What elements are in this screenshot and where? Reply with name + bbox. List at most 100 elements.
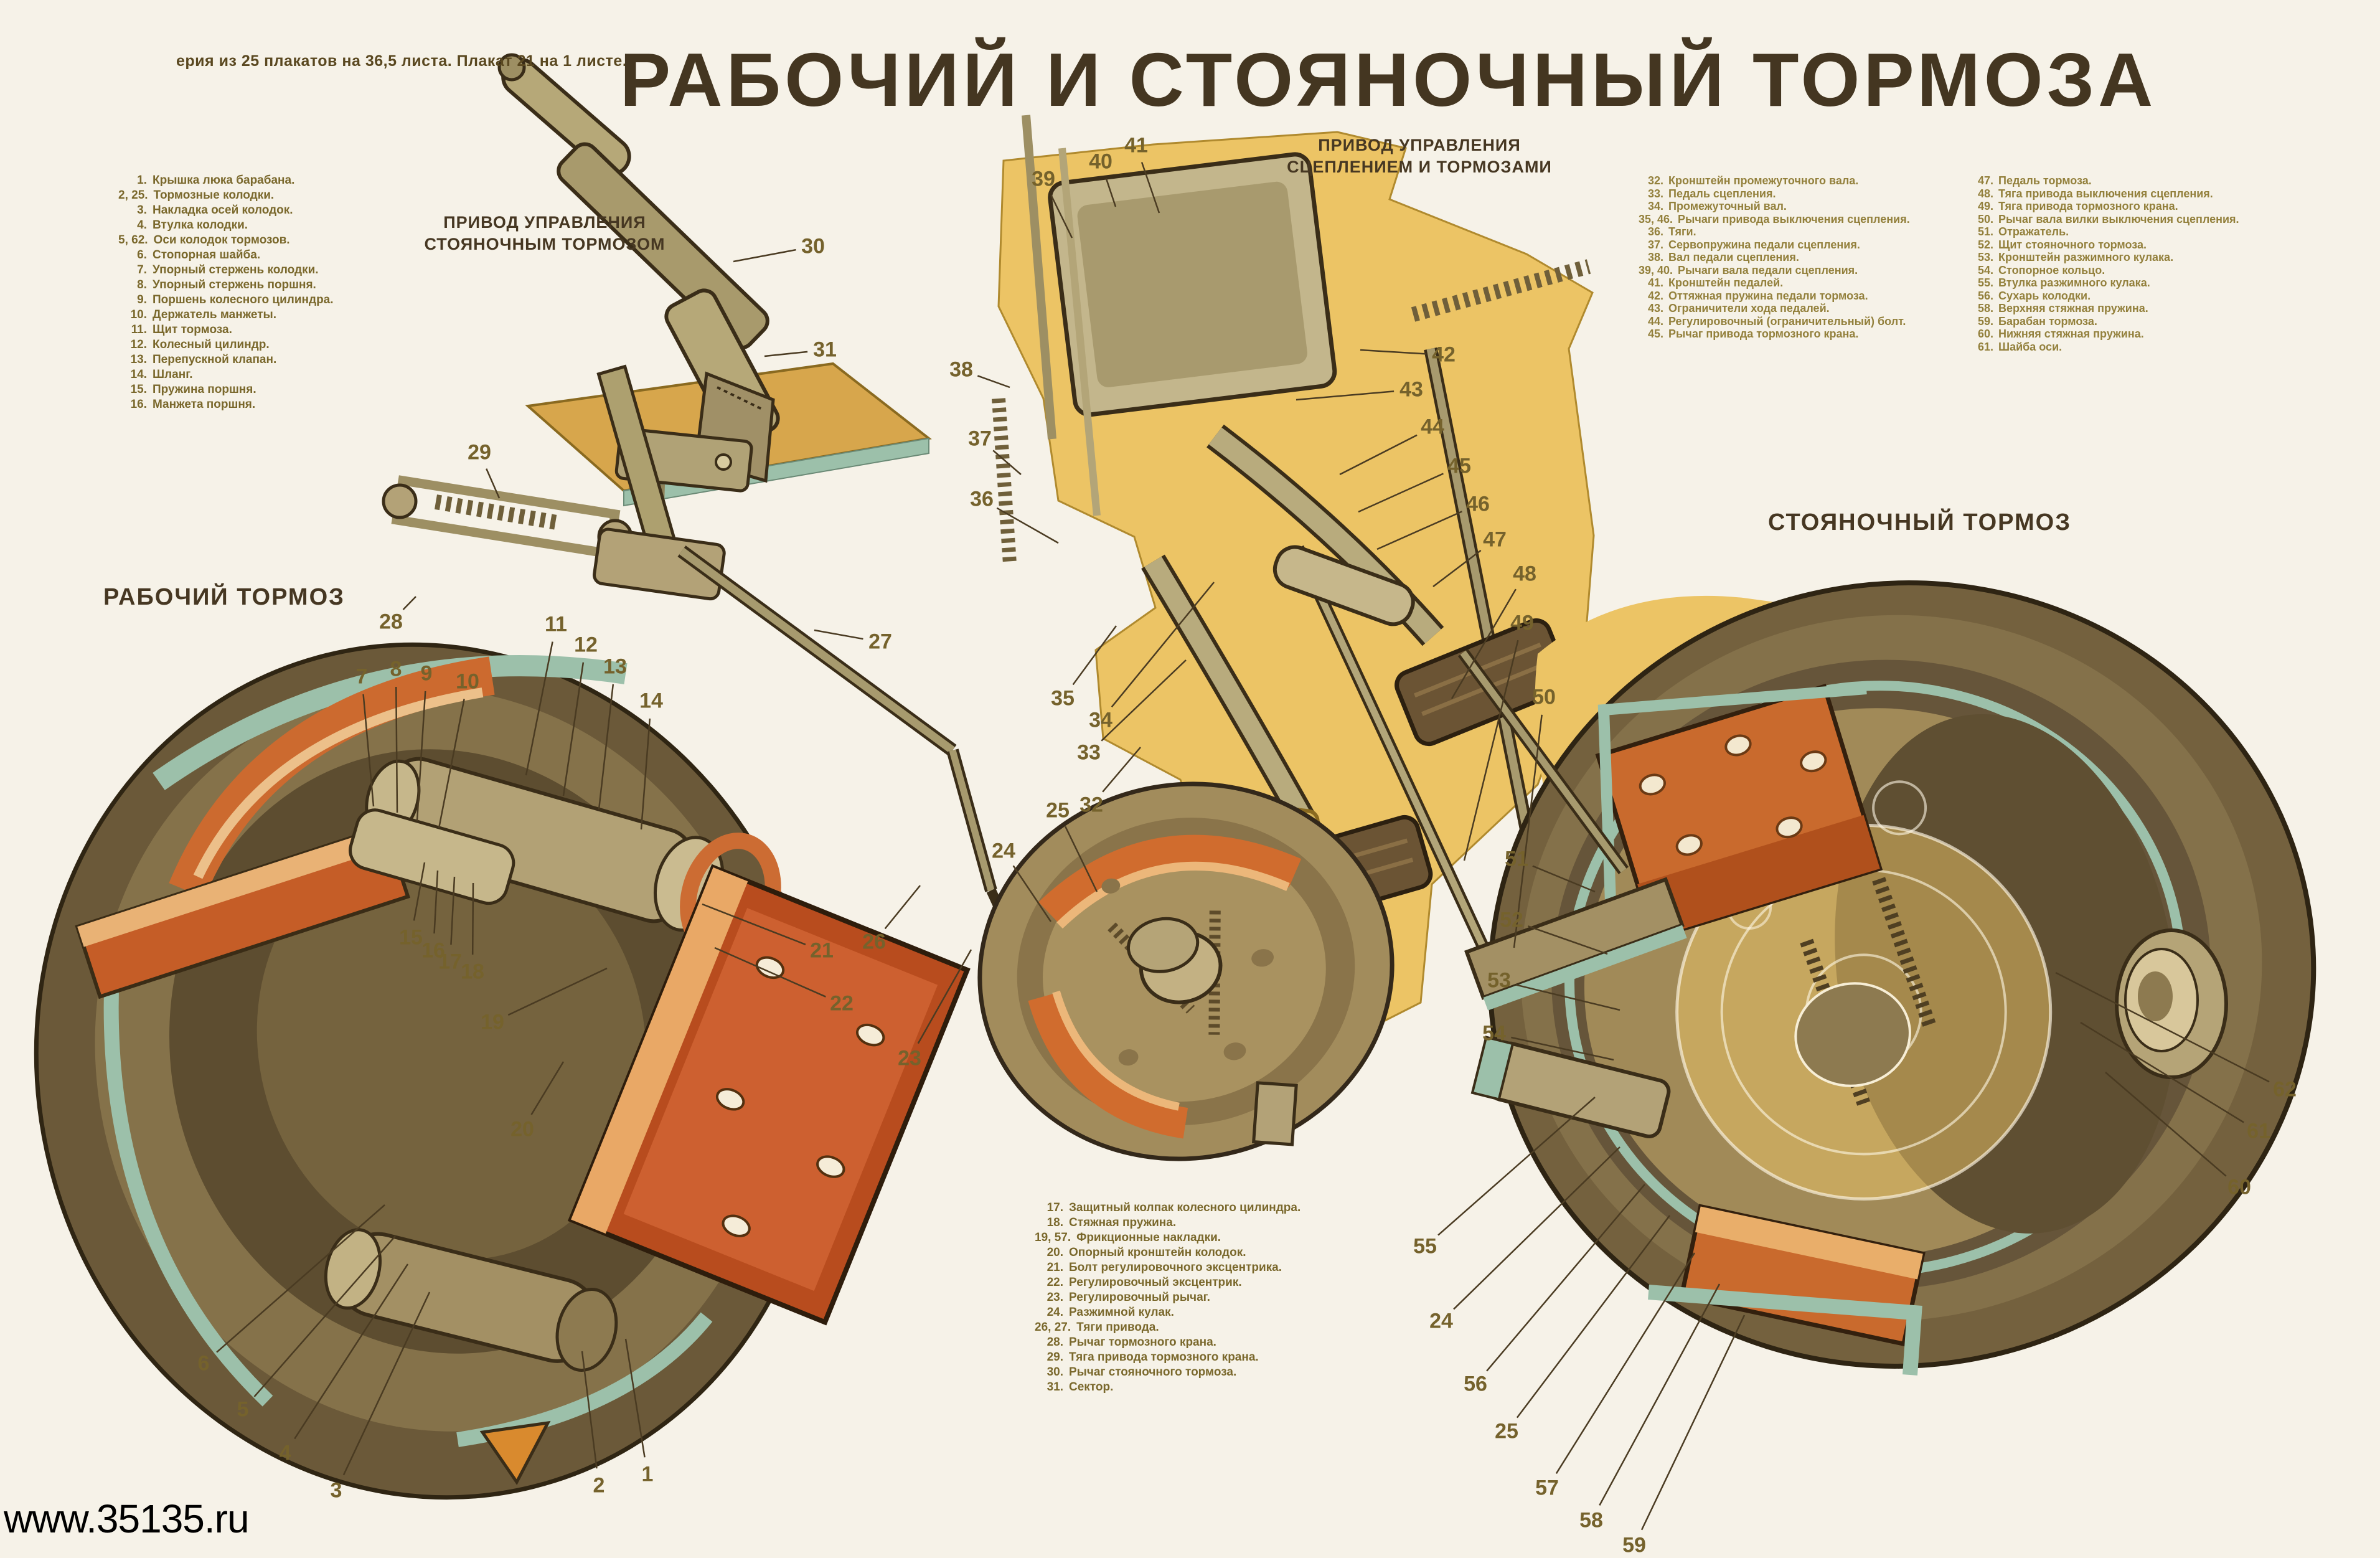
part-number: 33. — [1647, 187, 1663, 200]
label-working-brake: РАБОЧИЙ ТОРМОЗ — [103, 584, 345, 610]
part-number: 14. — [130, 368, 147, 381]
parts-list-item: 9.Поршень колесного цилиндра. — [118, 293, 454, 308]
series-note: ерия из 25 плакатов на 36,5 листа. Плака… — [176, 52, 628, 70]
part-number: 22. — [1047, 1276, 1063, 1289]
callout-number-11: 11 — [545, 612, 567, 636]
part-text: Кронштейн промежуточного вала. — [1668, 174, 1859, 187]
part-text: Оси колодок тормозов. — [153, 234, 290, 247]
parts-list-item: 38.Вал педали сцепления. — [1639, 251, 1956, 264]
part-text: Рычаг привода тормозного крана. — [1668, 328, 1859, 340]
part-number: 45. — [1647, 328, 1663, 340]
callout-leader-line — [1111, 582, 1215, 708]
callout-leader-line — [507, 967, 608, 1016]
parts-list-item: 10.Держатель манжеты. — [118, 308, 454, 323]
parts-list-item: 51.Отражатель. — [1968, 225, 2317, 238]
part-number: 37. — [1647, 238, 1663, 251]
parts-list-item: 35, 46.Рычаги привода выключения сцеплен… — [1639, 213, 1956, 226]
parts-list-item: 31.Сектор. — [1035, 1380, 1383, 1395]
parts-list-left: 1.Крышка люка барабана.2, 25.Тормозные к… — [118, 173, 454, 412]
callout-number-12: 12 — [574, 633, 598, 657]
callout-leader-line — [702, 903, 806, 945]
callout-number-6: 6 — [197, 1351, 210, 1376]
callout-number-27: 27 — [868, 630, 892, 654]
part-number: 19, 57. — [1035, 1231, 1071, 1244]
callout-number-50: 50 — [1532, 685, 1556, 709]
part-text: Болт регулировочного эксцентрика. — [1069, 1261, 1282, 1274]
part-number: 5, 62. — [118, 234, 148, 247]
part-text: Пружина поршня. — [153, 383, 256, 396]
callout-number-42: 42 — [1432, 342, 1456, 367]
callout-leader-line — [1515, 984, 1620, 1011]
label-parking-brake: СТОЯНОЧНЫЙ ТОРМОЗ — [1768, 509, 2072, 536]
part-text: Опорный кронштейн колодок. — [1069, 1246, 1246, 1259]
part-number: 54. — [1977, 263, 1993, 276]
callout-number-37: 37 — [968, 427, 992, 451]
part-text: Регулировочный рычаг. — [1069, 1291, 1210, 1304]
part-number: 2, 25. — [118, 189, 148, 202]
part-number: 10. — [130, 308, 147, 321]
callout-leader-line — [1453, 1146, 1620, 1310]
part-text: Тяги. — [1668, 225, 1696, 238]
parts-list-item: 34.Промежуточный вал. — [1639, 200, 1956, 213]
part-number: 42. — [1647, 289, 1663, 302]
callout-leader-line — [525, 641, 553, 776]
part-number: 61. — [1977, 340, 1993, 353]
part-text: Промежуточный вал. — [1668, 200, 1787, 212]
callout-leader-line — [977, 375, 1010, 389]
part-text: Крышка люка барабана. — [153, 174, 295, 187]
callout-number-10: 10 — [456, 669, 479, 694]
callout-leader-line — [1599, 1283, 1721, 1506]
part-number: 32. — [1647, 174, 1663, 187]
part-text: Упорный стержень поршня. — [153, 278, 316, 291]
parts-list-item: 52.Щит стояночного тормоза. — [1968, 238, 2317, 252]
part-number: 43. — [1647, 302, 1663, 314]
label-line: СЦЕПЛЕНИЕМ И ТОРМОЗАМИ — [1287, 158, 1552, 176]
part-text: Рычаги привода выключения сцепления. — [1678, 212, 1910, 225]
callout-leader-line — [1376, 511, 1462, 550]
callout-number-26: 26 — [862, 930, 886, 954]
part-text: Щит тормоза. — [153, 323, 232, 336]
part-text: Втулка колодки. — [153, 219, 248, 232]
parts-list-item: 3.Накладка осей колодок. — [118, 203, 454, 218]
part-text: Тяга привода тормозного крана. — [1998, 200, 2178, 212]
part-text: Втулка разжимного кулака. — [1998, 276, 2150, 289]
parts-list-item: 23.Регулировочный рычаг. — [1035, 1290, 1383, 1305]
part-number: 52. — [1977, 238, 1993, 251]
working-brake-illustration — [34, 642, 971, 1500]
callout-leader-line — [1339, 434, 1418, 476]
parts-list-item: 24.Разжимной кулак. — [1035, 1305, 1383, 1320]
part-text: Нижняя стяжная пружина. — [1998, 328, 2144, 340]
callout-number-57: 57 — [1535, 1476, 1559, 1500]
callout-number-49: 49 — [1510, 611, 1534, 635]
callout-leader-line — [562, 662, 585, 796]
parts-list-bottom: 17.Защитный колпак колесного цилиндра.18… — [1035, 1201, 1383, 1395]
parts-list-item: 11.Щит тормоза. — [118, 323, 454, 338]
callout-number-33: 33 — [1077, 740, 1101, 765]
callout-leader-line — [530, 1061, 565, 1115]
callout-leader-line — [1528, 925, 1608, 955]
callout-number-61: 61 — [2247, 1119, 2270, 1143]
callout-number-53: 53 — [1487, 968, 1511, 993]
part-number: 15. — [130, 383, 147, 396]
parts-list-item: 48.Тяга привода выключения сцепления. — [1968, 187, 2317, 201]
callout-leader-line — [1486, 1184, 1645, 1372]
part-number: 3. — [137, 204, 147, 217]
callout-number-7: 7 — [355, 664, 368, 689]
callout-leader-line — [216, 1204, 385, 1353]
part-text: Вал педали сцепления. — [1668, 251, 1799, 263]
callout-leader-line — [1511, 1036, 1614, 1061]
part-number: 36. — [1647, 225, 1663, 238]
callout-number-58: 58 — [1579, 1508, 1603, 1532]
parts-list-item: 55.Втулка разжимного кулака. — [1968, 276, 2317, 290]
callout-number-62: 62 — [2273, 1077, 2297, 1102]
callout-number-14: 14 — [639, 689, 663, 713]
callout-number-5: 5 — [237, 1397, 249, 1422]
callout-leader-line — [1463, 640, 1519, 861]
callout-leader-line — [1358, 473, 1444, 513]
part-text: Кронштейн педалей. — [1668, 276, 1784, 289]
callout-leader-line — [814, 629, 863, 640]
callout-number-29: 29 — [468, 440, 491, 465]
callout-leader-line — [2105, 1072, 2227, 1177]
part-text: Шланг. — [153, 368, 193, 381]
